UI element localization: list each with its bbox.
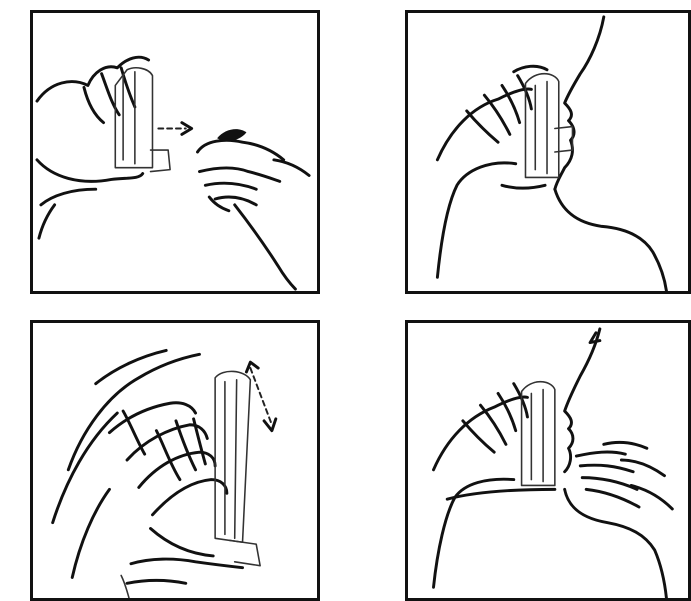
shake-inhaler-illustration [33,323,317,598]
exhale-illustration [408,323,688,598]
step-4-panel: 4 [405,320,691,601]
step-3-panel: 3 [405,10,691,294]
remove-cap-illustration [33,13,317,291]
step-2-panel: 2 [30,320,320,601]
inhaler-at-mouth-illustration [408,13,688,291]
step-1-panel: 1 [30,10,320,294]
